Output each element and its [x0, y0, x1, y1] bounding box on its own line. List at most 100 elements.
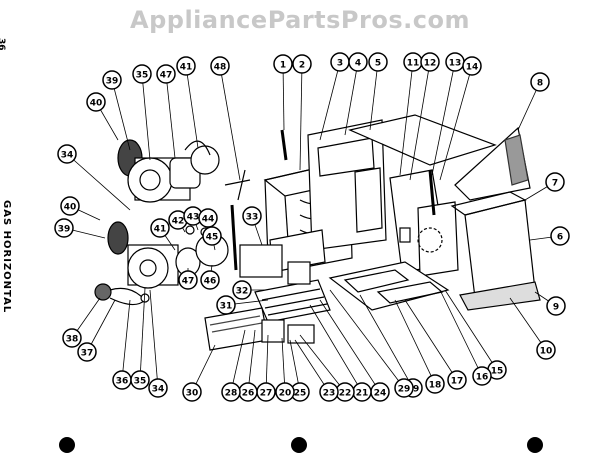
- leader-line-18: [394, 299, 436, 385]
- lower-blower: [107, 221, 229, 289]
- callout-number: 23: [323, 389, 336, 399]
- leader-line-28: [230, 329, 246, 393]
- callout-5: 5: [368, 52, 388, 72]
- leader-line-19: [359, 294, 414, 389]
- callout-40: 40: [60, 196, 80, 216]
- callout-number: 13: [449, 59, 462, 69]
- callout-number: 45: [206, 233, 219, 243]
- callout-circle: [182, 382, 202, 402]
- callout-34: 34: [57, 144, 77, 164]
- callout-number: 40: [64, 203, 77, 213]
- callout-circle: [275, 382, 295, 402]
- callout-circle: [102, 70, 122, 90]
- callout-number: 10: [540, 347, 553, 357]
- callout-number: 21: [356, 389, 369, 399]
- leader-line-34: [149, 289, 159, 389]
- callout-number: 41: [154, 225, 167, 235]
- callout-32: 32: [232, 280, 252, 300]
- callout-circle: [178, 270, 198, 290]
- callout-1: 1: [273, 54, 293, 74]
- callout-24: 24: [370, 382, 390, 402]
- callout-28: 28: [221, 382, 241, 402]
- callout-circle: [57, 144, 77, 164]
- callout-number: 41: [180, 63, 193, 73]
- leader-line-24: [319, 299, 381, 393]
- callout-41: 41: [150, 218, 170, 238]
- base-tray: [328, 261, 450, 311]
- callout-number: 47: [182, 277, 195, 287]
- callout-8: 8: [530, 72, 550, 92]
- callout-number: 35: [134, 377, 147, 387]
- pulley-belt: [94, 283, 150, 306]
- callout-3: 3: [330, 52, 350, 72]
- callout-number: 22: [339, 389, 352, 399]
- callout-number: 47: [160, 71, 173, 81]
- leader-line-37: [86, 299, 116, 353]
- leader-line-1: [282, 63, 285, 131]
- callout-number: 39: [106, 77, 119, 87]
- leader-line-41: [185, 65, 199, 149]
- leader-line-14: [439, 65, 473, 181]
- leader-line-11: [399, 61, 414, 176]
- callout-number: 37: [81, 349, 94, 359]
- support-rails: [230, 129, 436, 271]
- leader-line-47: [165, 73, 176, 159]
- callout-circle: [348, 52, 368, 72]
- leader-line-48: [219, 65, 241, 181]
- callout-37: 37: [77, 342, 97, 362]
- blower-cabinet: [450, 191, 541, 311]
- callout-number: 12: [424, 59, 437, 69]
- callout-35: 35: [130, 370, 150, 390]
- callout-23: 23: [319, 382, 339, 402]
- callout-14: 14: [462, 56, 482, 76]
- callout-44: 44: [198, 208, 218, 228]
- callout-35: 35: [132, 64, 152, 84]
- callout-number: 26: [242, 389, 255, 399]
- callout-circle: [232, 280, 252, 300]
- callout-number: 27: [260, 389, 273, 399]
- callout-number: 8: [537, 79, 543, 89]
- callout-30: 30: [182, 382, 202, 402]
- callout-circle: [545, 172, 565, 192]
- callout-number: 42: [172, 217, 185, 227]
- leader-line-10: [509, 297, 547, 351]
- callout-number: 28: [225, 389, 238, 399]
- callout-9: 9: [546, 296, 566, 316]
- top-cover: [348, 114, 497, 166]
- callout-2: 2: [292, 54, 312, 74]
- callout-circle: [198, 208, 218, 228]
- callout-circle: [462, 56, 482, 76]
- callout-6: 6: [550, 226, 570, 246]
- leader-line-12: [409, 61, 431, 181]
- callout-number: 31: [220, 302, 233, 312]
- leader-line-34: [66, 153, 131, 211]
- callout-40: 40: [86, 92, 106, 112]
- callout-4: 4: [348, 52, 368, 72]
- callout-circle: [368, 52, 388, 72]
- callout-18: 18: [425, 374, 445, 394]
- callout-13: 13: [445, 52, 465, 72]
- callout-number: 11: [407, 59, 420, 69]
- callout-circle: [130, 370, 150, 390]
- page-number: 36: [0, 38, 6, 51]
- callout-layer: 1234511121314876910151617181929242122232…: [54, 52, 570, 402]
- callout-48: 48: [210, 56, 230, 76]
- upper-blower: [117, 139, 251, 203]
- callout-number: 30: [186, 389, 199, 399]
- callout-number: 7: [552, 179, 558, 189]
- callout-number: 34: [152, 385, 165, 395]
- callout-circle: [319, 382, 339, 402]
- leader-line-22: [299, 334, 346, 393]
- callout-31: 31: [216, 295, 236, 315]
- callout-circle: [447, 370, 467, 390]
- callout-number: 48: [214, 63, 227, 73]
- callout-38: 38: [62, 328, 82, 348]
- callout-number: 16: [476, 373, 489, 383]
- callout-47: 47: [156, 64, 176, 84]
- leader-line-5: [369, 61, 379, 131]
- callout-circle: [472, 366, 492, 386]
- callout-39: 39: [102, 70, 122, 90]
- rear-panel: [307, 119, 387, 251]
